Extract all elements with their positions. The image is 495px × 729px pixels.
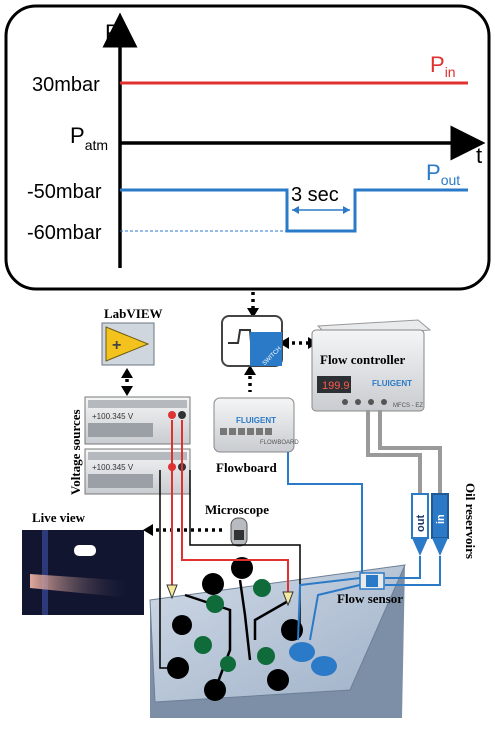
- live-view: Live view: [22, 510, 144, 615]
- oil-tubing: [287, 452, 441, 641]
- oil-reservoirs: out in Oil reservoirs: [411, 483, 478, 559]
- flowboard-device: FLUIGENT FLOWBOARD Flowboard: [213, 397, 299, 475]
- pin-label: Pin: [430, 52, 456, 80]
- flowboard-label: Flowboard: [216, 460, 277, 475]
- pressure-tubes: [366, 410, 442, 495]
- level-minus60mbar: -60mbar: [27, 222, 102, 244]
- electrode-wires: [171, 420, 289, 596]
- plot-frame: [4, 4, 491, 291]
- reservoir-in-label: in: [435, 514, 447, 524]
- svg-text:FLUIGENT: FLUIGENT: [372, 379, 412, 388]
- level-minus50mbar: -50mbar: [27, 181, 102, 203]
- svg-text:FLOWBOARD: FLOWBOARD: [260, 440, 299, 446]
- labview-label: LabVIEW: [104, 306, 163, 321]
- svg-text:MFCS - EZ: MFCS - EZ: [393, 403, 423, 409]
- flow-sensor: Flow sensor: [337, 572, 403, 606]
- svg-text:+: +: [112, 337, 121, 354]
- labview-icon: LabVIEW +: [101, 306, 163, 366]
- svg-text:FLUIGENT: FLUIGENT: [236, 416, 276, 425]
- x-axis-label: t: [476, 143, 482, 168]
- microfluidic-chip: [149, 557, 406, 718]
- oil-reservoirs-label: Oil reservoirs: [463, 483, 478, 559]
- flow-sensor-label: Flow sensor: [337, 591, 403, 606]
- pulse-duration-label: 3 sec: [291, 184, 339, 206]
- level-30mbar: 30mbar: [32, 74, 100, 96]
- voltage-sources-label: Voltage sources: [68, 409, 83, 495]
- flow-controller-label: Flow controller: [320, 352, 406, 367]
- reservoir-out-label: out: [415, 515, 427, 532]
- live-view-label: Live view: [32, 510, 86, 525]
- switch-module-icon: SWITCH: [221, 315, 283, 367]
- microscope-label: Microscope: [205, 502, 269, 517]
- microscope: Microscope: [205, 502, 269, 547]
- flow-controller-device: Flow controller 199.9 FLUIGENT MFCS - EZ: [311, 319, 432, 412]
- pout-line: [120, 188, 468, 233]
- live-view-image: [22, 530, 144, 615]
- level-patm: Patm: [70, 123, 108, 153]
- svg-text:+100.345 V: +100.345 V: [92, 412, 134, 421]
- y-axis-label: P: [105, 20, 120, 45]
- pout-label: Pout: [426, 160, 460, 188]
- svg-text:199.9: 199.9: [322, 380, 350, 392]
- voltage-sources: +100.345 V +100.345 V Voltage sources: [68, 396, 191, 495]
- pressure-plot: P t Pin Pout 3 sec 30mbar Patm -50mbar -…: [4, 4, 491, 291]
- svg-text:+100.345 V: +100.345 V: [92, 463, 134, 472]
